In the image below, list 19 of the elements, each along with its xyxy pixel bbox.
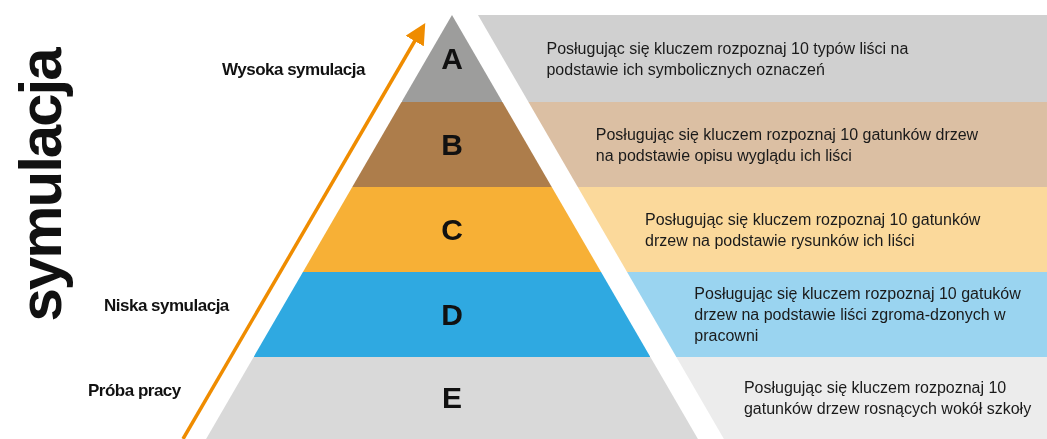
pyramid-level: E (206, 357, 698, 439)
level-label: Niska symulacja (104, 296, 229, 316)
description-band (478, 15, 1047, 102)
pyramid-level: C (302, 187, 602, 272)
description-text: Posługując się kluczem rozpoznaj 10 gatunków drzew na podstawie opisu wyglądu ich liści (595, 124, 980, 166)
description-text: Posługując się kluczem rozpoznaj 10 gatuków drzew na podstawie liści zgroma-dzonych w pracowni (694, 284, 1022, 346)
pyramid-level: D (253, 272, 651, 357)
description-band (676, 357, 1047, 439)
description-band (577, 187, 1047, 272)
pyramid-level: B (352, 102, 552, 187)
description-band (528, 102, 1047, 187)
description-text: Posługując się kluczem rozpoznaj 10 typów liści na podstawie ich symbolicznych oznaczeń (546, 38, 910, 80)
pyramid-level: A (401, 15, 503, 102)
description-band (627, 272, 1047, 357)
level-label: Wysoka symulacja (222, 60, 365, 80)
description-text: Posługując się kluczem rozpoznaj 10 gatunków drzew rosnących wokół szkoły (743, 378, 1033, 419)
axis-title: symulacja (5, 48, 75, 322)
description-text: Posługując się kluczem rozpoznaj 10 gatunków drzew na podstawie rysunków ich liści (645, 209, 982, 251)
level-label: Próba pracy (88, 381, 181, 401)
